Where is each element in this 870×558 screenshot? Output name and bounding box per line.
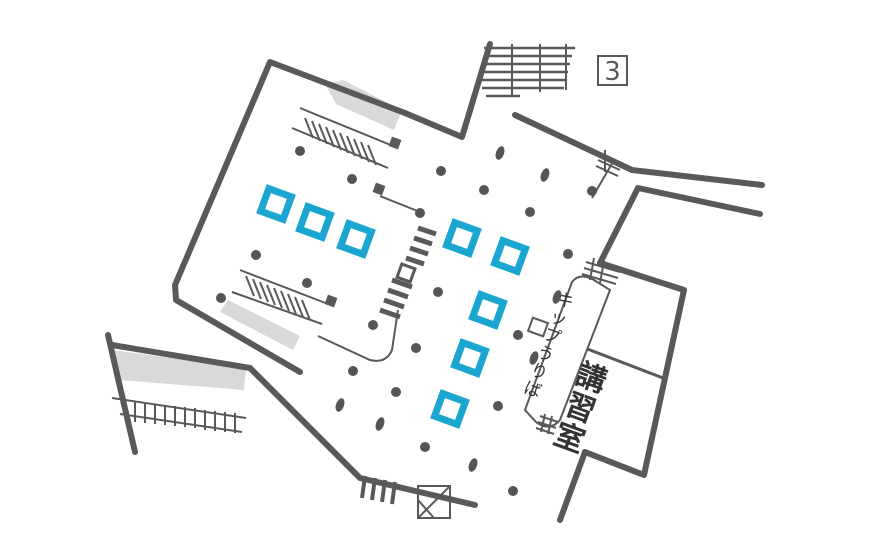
connector-line [379,195,421,213]
wall-right-upper [512,112,765,188]
railing-curve [317,309,399,362]
pillar [420,442,430,452]
pillar [347,174,357,184]
pillar [433,287,443,297]
booth [468,290,508,330]
pillar [411,343,421,353]
left-lower-rail [111,397,247,419]
pillar [508,486,518,496]
pillar [302,278,312,288]
pillar [335,398,345,412]
escalator-rail-mid-b [231,291,323,325]
stairs-bottom [360,475,397,505]
pillar [436,166,446,176]
wall-inner-divider [575,343,665,380]
booth [430,389,470,429]
booth [256,184,296,224]
escalator-rail-top-a [299,107,399,149]
pillar [563,249,573,259]
floor-number: 3 [604,57,621,87]
left-lower-rail-2 [119,413,243,433]
wall-room-bottom-left [557,449,588,523]
pillar [391,387,401,397]
walls [105,41,765,523]
pillar [468,458,478,472]
pillar [495,146,505,160]
square-posts [324,136,402,308]
pillar [251,250,261,260]
floor-badge: 3 [597,55,628,87]
booths [256,184,530,429]
pillar [479,185,489,195]
escalator-lower-left [134,402,236,433]
pillar [348,366,358,376]
booth [336,219,376,259]
pillar [525,207,535,217]
gate-bars [379,225,437,320]
elevator-bottom [417,485,451,519]
pillar [529,351,539,365]
escalator-top [304,117,377,166]
pillar [415,208,425,218]
wall-room-top [582,260,687,478]
stairs-right-upper [595,150,623,177]
gate-box [395,262,417,284]
wall-top-connector [402,41,493,140]
pillar [587,186,597,196]
wall-main-outer [172,59,408,375]
escalator-shade-bottom-left [112,350,246,390]
pillars [216,146,597,496]
stairs-lower-right [535,413,559,435]
wall-lower-left [105,332,138,455]
booth [450,338,490,378]
escalator-shade-mid [220,300,300,350]
pillar [368,320,378,330]
pillar [552,290,562,304]
stairs-top [482,44,575,98]
pillar [375,417,385,431]
booth [442,218,482,258]
stairs-right-middle [581,257,621,285]
booth [295,202,335,242]
escalator-mid [245,275,311,321]
pillar [493,401,503,411]
ticket-machine [526,316,550,338]
ticket-counter-outline [523,275,612,428]
escalator-rail-mid-a [239,269,329,305]
pillar [540,168,550,182]
pillar [295,146,305,156]
pillar [513,330,523,340]
pillar [216,293,226,303]
wall-right-middle [597,185,763,266]
booth [490,236,530,276]
